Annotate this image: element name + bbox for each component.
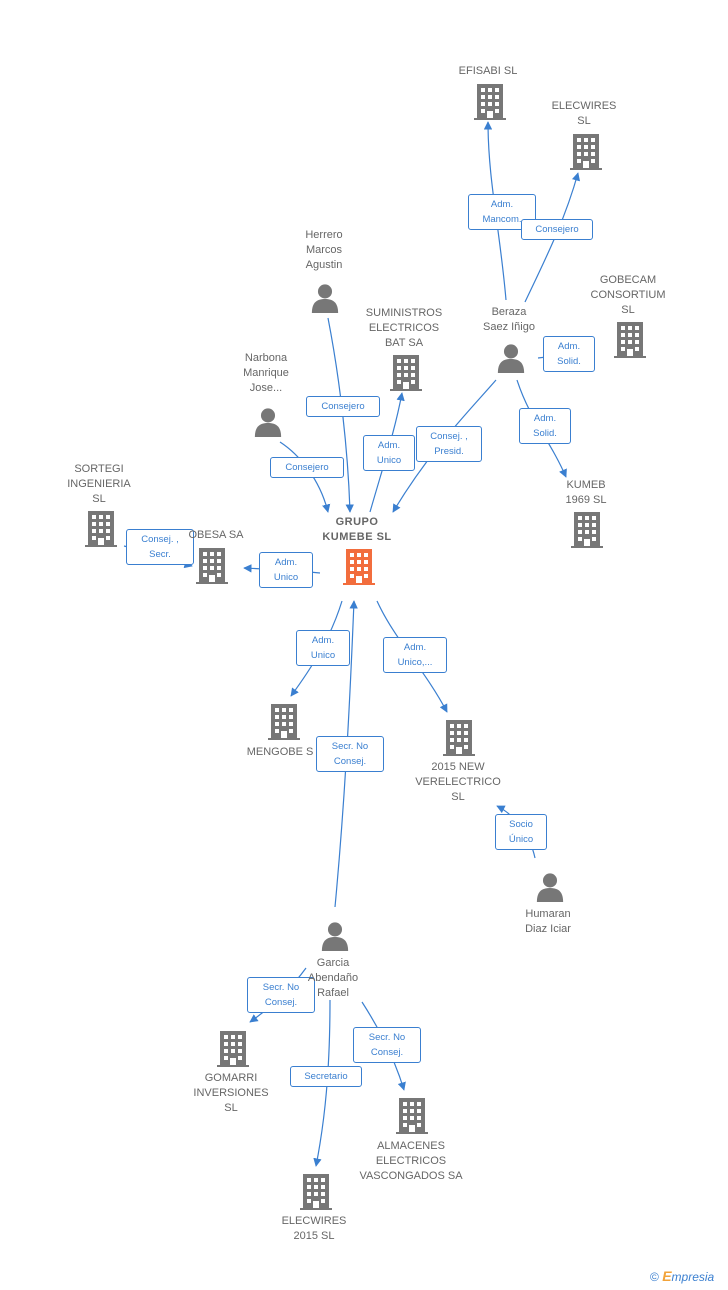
edge-label-beraza-grupo[interactable]: Consej. , Presid. [416,426,482,462]
edge-label-garcia-grupo[interactable]: Secr. No Consej. [316,736,384,772]
person-icon-herrero[interactable] [311,284,339,313]
node-label-garcia[interactable]: Garcia Abendaño Rafael [307,957,359,999]
edge-label-beraza-elecwires[interactable]: Consejero [521,219,593,240]
node-label-herrero[interactable]: Herrero Marcos Agustin [305,229,343,271]
building-icon-kumeb[interactable] [571,512,603,548]
node-label-elecwires[interactable]: ELECWIRES SL [551,100,617,127]
edge-label-grupo-verelectrico[interactable]: Adm. Unico,... [383,637,447,673]
node-label-efisabi[interactable]: EFISABI SL [458,65,518,77]
edge-label-beraza-kumeb[interactable]: Adm. Solid. [519,408,571,444]
node-label-gomarri[interactable]: GOMARRI INVERSIONES SL [193,1072,269,1114]
edge-label-grupo-obesa[interactable]: Adm. Unico [259,552,313,588]
edge-label-garcia-almacenes[interactable]: Secr. No Consej. [353,1027,421,1063]
node-label-humaran[interactable]: Humaran Diaz Iciar [525,908,571,935]
edge-label-beraza-gobecam[interactable]: Adm. Solid. [543,336,595,372]
person-icon-beraza[interactable] [497,344,525,373]
empresia-logo-text: mpresia [671,1270,715,1284]
building-icon-efisabi[interactable] [474,84,506,120]
building-icon-grupo[interactable] [343,549,375,585]
building-icon-mengobe[interactable] [268,704,300,740]
edge-label-humaran-verelectrico[interactable]: Socio Único [495,814,547,850]
building-icon-gobecam[interactable] [614,322,646,358]
person-icon-humaran[interactable] [536,873,564,902]
node-label-elecwires2015[interactable]: ELECWIRES 2015 SL [281,1215,347,1242]
person-icon-garcia[interactable] [321,922,349,951]
edge-label-grupo-mengobe[interactable]: Adm. Unico [296,630,350,666]
node-label-beraza[interactable]: Beraza Saez Iñigo [483,306,535,333]
edge-label-herrero-grupo[interactable]: Consejero [306,396,380,417]
building-icon-elecwires[interactable] [570,134,602,170]
node-label-obesa[interactable]: OBESA SA [188,529,244,541]
edge-line-garcia-elecwires2015 [313,999,331,1167]
node-label-gobecam[interactable]: GOBECAM CONSORTIUM SL [590,274,666,316]
edge-label-sortegi-obesa[interactable]: Consej. , Secr. [126,529,194,565]
building-icon-obesa[interactable] [196,548,228,584]
edge-label-grupo-suministros[interactable]: Adm. Unico [363,435,415,471]
person-icon-narbona[interactable] [254,408,282,437]
node-label-verelectrico[interactable]: 2015 NEW VERELECTRICO SL [415,761,501,803]
node-label-almacenes[interactable]: ALMACENES ELECTRICOS VASCONGADOS SA [359,1140,463,1182]
building-icon-verelectrico[interactable] [443,720,475,756]
building-icon-elecwires2015[interactable] [300,1174,332,1210]
node-label-kumeb[interactable]: KUMEB 1969 SL [565,479,607,506]
copyright-notice: © Empresia [650,1268,714,1284]
building-icon-sortegi[interactable] [85,511,117,547]
edge-label-narbona-grupo[interactable]: Consejero [270,457,344,478]
node-label-narbona[interactable]: Narbona Manrique Jose... [243,352,289,394]
node-label-mengobe[interactable]: MENGOBE S [246,746,314,758]
node-label-grupo[interactable]: GRUPO KUMEBE SL [322,516,392,543]
node-label-sortegi[interactable]: SORTEGI INGENIERIA SL [67,463,131,505]
edge-label-garcia-elecwires2015[interactable]: Secretario [290,1066,362,1087]
copyright-icon: © [650,1270,659,1284]
building-icon-suministros[interactable] [390,355,422,391]
building-icon-gomarri[interactable] [217,1031,249,1067]
empresia-logo-letter: E [662,1268,672,1284]
building-icon-almacenes[interactable] [396,1098,428,1134]
node-label-suministros[interactable]: SUMINISTROS ELECTRICOS BAT SA [365,307,443,349]
edge-label-garcia-gomarri[interactable]: Secr. No Consej. [247,977,315,1013]
